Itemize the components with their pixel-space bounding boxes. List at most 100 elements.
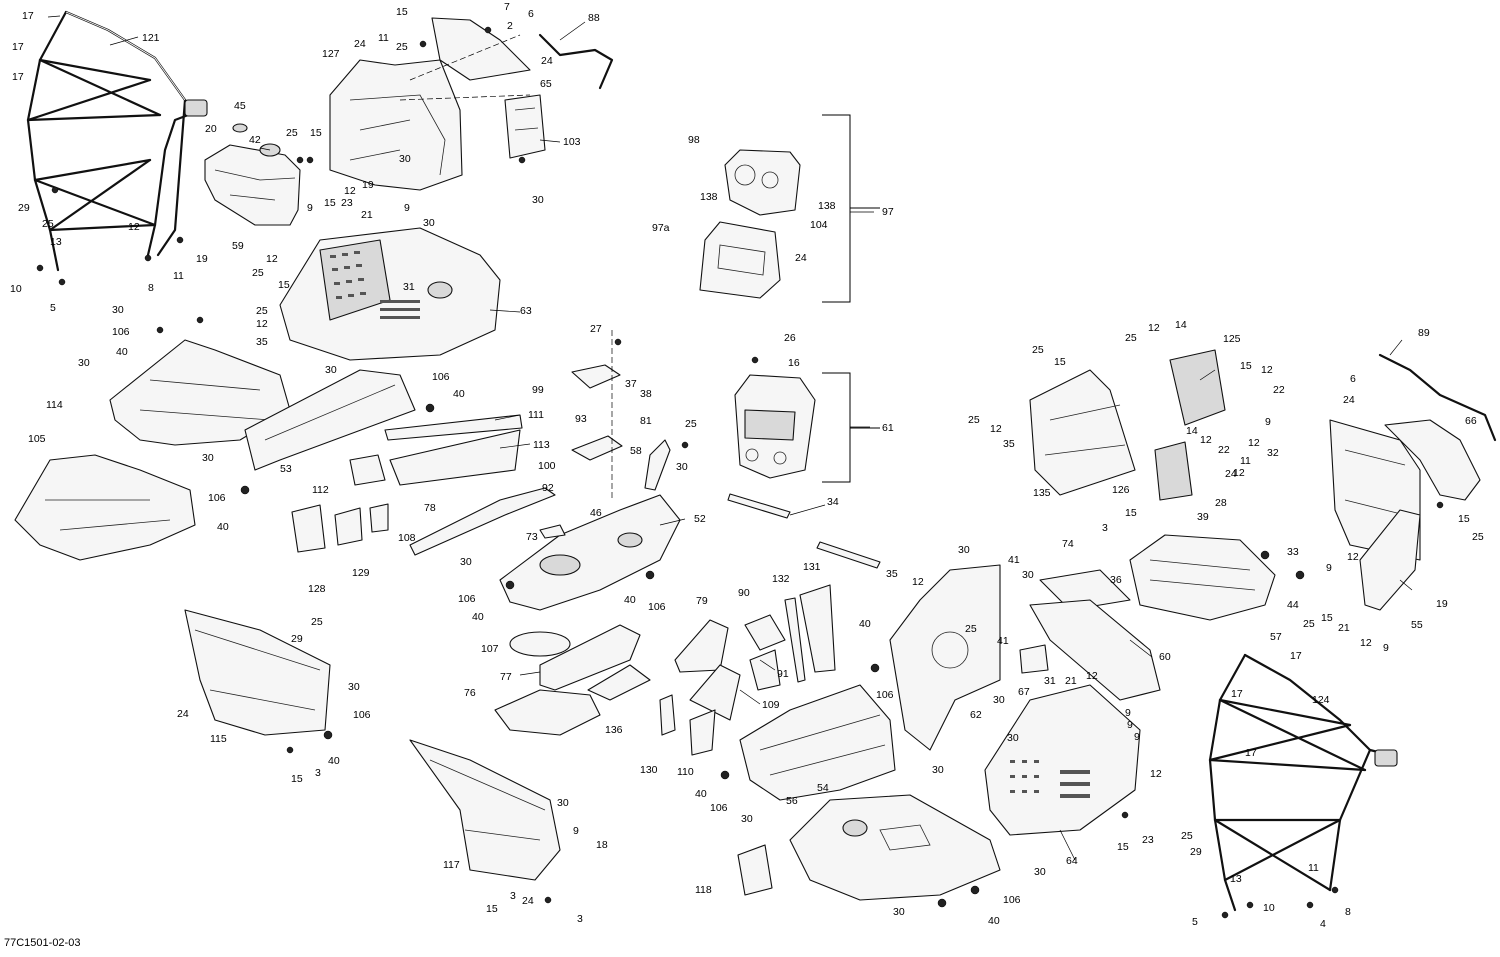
callout-74: 74 xyxy=(1062,538,1074,550)
callout-30: 30 xyxy=(423,217,435,229)
callout-15: 15 xyxy=(324,197,336,209)
callout-18: 18 xyxy=(596,839,608,851)
callout-106: 106 xyxy=(112,326,130,338)
callout-54: 54 xyxy=(817,782,829,794)
rod-88 xyxy=(538,33,614,90)
callout-25: 25 xyxy=(1032,344,1044,356)
callout-17: 17 xyxy=(22,10,34,22)
drawing-reference-code: 77C1501-02-03 xyxy=(4,937,81,949)
callout-117: 117 xyxy=(443,859,460,871)
callout-15: 15 xyxy=(1054,356,1066,368)
callout-97: 97 xyxy=(882,206,894,218)
callout-104: 104 xyxy=(810,219,828,231)
callout-40: 40 xyxy=(695,788,707,800)
callout-30: 30 xyxy=(993,694,1005,706)
callout-36: 36 xyxy=(1110,574,1122,586)
callout-40: 40 xyxy=(624,594,636,606)
callout-22: 22 xyxy=(1218,444,1230,456)
callout-78: 78 xyxy=(424,502,436,514)
callout-67: 67 xyxy=(1018,686,1030,698)
callout-114: 114 xyxy=(46,399,63,411)
callout-3: 3 xyxy=(577,913,583,925)
callout-12: 12 xyxy=(1086,670,1098,682)
callout-25: 25 xyxy=(1181,830,1193,842)
callout-113: 113 xyxy=(533,439,550,451)
callout-89: 89 xyxy=(1418,327,1430,339)
callout-23: 23 xyxy=(1142,834,1154,846)
callout-100: 100 xyxy=(538,460,556,472)
callout-30: 30 xyxy=(399,153,411,165)
callout-30: 30 xyxy=(1007,732,1019,744)
callout-81: 81 xyxy=(640,415,652,427)
callout-44: 44 xyxy=(1287,599,1299,611)
callout-30: 30 xyxy=(78,357,90,369)
callout-30: 30 xyxy=(460,556,472,568)
callout-30: 30 xyxy=(112,304,124,316)
side-trims xyxy=(659,584,836,756)
brackets-99-100 xyxy=(571,330,623,500)
callout-40: 40 xyxy=(328,755,340,767)
callout-25: 25 xyxy=(396,41,408,53)
callout-15: 15 xyxy=(1458,513,1470,525)
rollcage-rear-right xyxy=(1208,653,1398,912)
callout-12: 12 xyxy=(344,185,356,197)
callout-90: 90 xyxy=(738,587,750,599)
callout-9: 9 xyxy=(1326,562,1332,574)
callout-25: 25 xyxy=(968,414,980,426)
callout-15: 15 xyxy=(486,903,498,915)
callout-40: 40 xyxy=(217,521,229,533)
callout-9: 9 xyxy=(573,825,579,837)
callout-30: 30 xyxy=(893,906,905,918)
callout-17: 17 xyxy=(1231,688,1243,700)
callout-25: 25 xyxy=(685,418,697,430)
long-trim-78 xyxy=(409,487,556,556)
callout-12: 12 xyxy=(256,318,268,330)
callout-5: 5 xyxy=(1192,916,1198,928)
callout-21: 21 xyxy=(361,209,373,221)
callout-25: 25 xyxy=(256,305,268,317)
callout-19: 19 xyxy=(362,179,374,191)
callout-40: 40 xyxy=(116,346,128,358)
callout-9: 9 xyxy=(307,202,313,214)
callout-40: 40 xyxy=(988,915,1000,927)
callout-115: 115 xyxy=(210,733,227,745)
callout-29: 29 xyxy=(291,633,303,645)
callout-106: 106 xyxy=(458,593,476,605)
callout-17: 17 xyxy=(12,41,24,53)
callout-9: 9 xyxy=(404,202,410,214)
side-panel-135 xyxy=(1029,369,1136,496)
callout-25: 25 xyxy=(286,127,298,139)
callout-52: 52 xyxy=(694,513,706,525)
rear-tube-66 xyxy=(1378,353,1497,501)
callout-25: 25 xyxy=(965,623,977,635)
callout-12: 12 xyxy=(1150,768,1162,780)
callout-23: 23 xyxy=(341,197,353,209)
callout-93: 93 xyxy=(575,413,587,425)
callout-24: 24 xyxy=(522,895,534,907)
callout-12: 12 xyxy=(990,423,1002,435)
callout-33: 33 xyxy=(1287,546,1299,558)
callout-27: 27 xyxy=(590,323,602,335)
callout-11: 11 xyxy=(173,270,184,282)
callout-15: 15 xyxy=(1240,360,1252,372)
bars-34 xyxy=(727,493,881,569)
callout-106: 106 xyxy=(353,709,371,721)
callout-15: 15 xyxy=(310,127,322,139)
callout-16: 16 xyxy=(788,357,800,369)
lever-58 xyxy=(644,439,671,491)
callout-30: 30 xyxy=(1022,569,1034,581)
callout-11: 11 xyxy=(1308,862,1319,874)
callout-60: 60 xyxy=(1159,651,1171,663)
callout-25: 25 xyxy=(1125,332,1137,344)
floor-pan-56 xyxy=(789,794,1001,901)
callout-3: 3 xyxy=(315,767,321,779)
callout-35: 35 xyxy=(256,336,268,348)
front-panel-127 xyxy=(329,17,531,191)
callout-40: 40 xyxy=(472,611,484,623)
floor-trims xyxy=(494,624,651,736)
callout-129: 129 xyxy=(352,567,370,579)
callout-111: 111 xyxy=(528,409,544,421)
callout-126: 126 xyxy=(1112,484,1130,496)
callout-61: 61 xyxy=(882,422,894,434)
